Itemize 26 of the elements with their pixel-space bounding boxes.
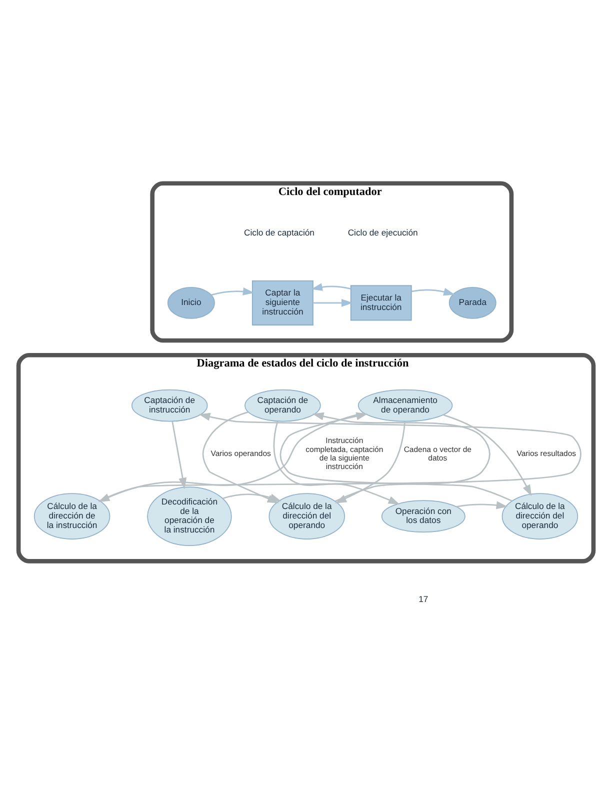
arrow (313, 298, 353, 307)
edge-label: Varios operandos (210, 449, 271, 458)
edge-label: Instrucción completada, captación de la siguiente instrucción (306, 436, 384, 472)
node-ellipse: Almacenamiento de operando (358, 389, 453, 422)
arrow (312, 412, 490, 502)
arrow (411, 288, 456, 296)
node-ellipse: Cálculo de la dirección del operando (502, 493, 578, 540)
label: Ciclo de ejecución (348, 228, 418, 238)
label: 17 (418, 594, 428, 604)
arrow (311, 283, 351, 291)
node-ellipse: Operación con los datos (381, 500, 466, 533)
node-box: Ejecutar la instrucción (350, 285, 412, 321)
node-ellipse: Inicio (167, 286, 215, 319)
node-ellipse: Parada (448, 286, 496, 319)
arrow (443, 414, 532, 496)
arrow (222, 494, 282, 502)
edge-label: Varios resultados (516, 449, 576, 458)
arrow (456, 501, 508, 510)
label: Ciclo de captación (244, 228, 314, 238)
arrow (280, 412, 512, 502)
arrow (211, 287, 254, 296)
node-ellipse: Decodificación de la operación de la instrucción (147, 486, 232, 546)
node-ellipse: Captación de operando (244, 389, 321, 422)
edge-label: Cadena o vector de datos (404, 444, 472, 462)
node-ellipse: Captación de instrucción (131, 389, 208, 422)
node-box: Captar la siguiente instrucción (252, 280, 314, 326)
